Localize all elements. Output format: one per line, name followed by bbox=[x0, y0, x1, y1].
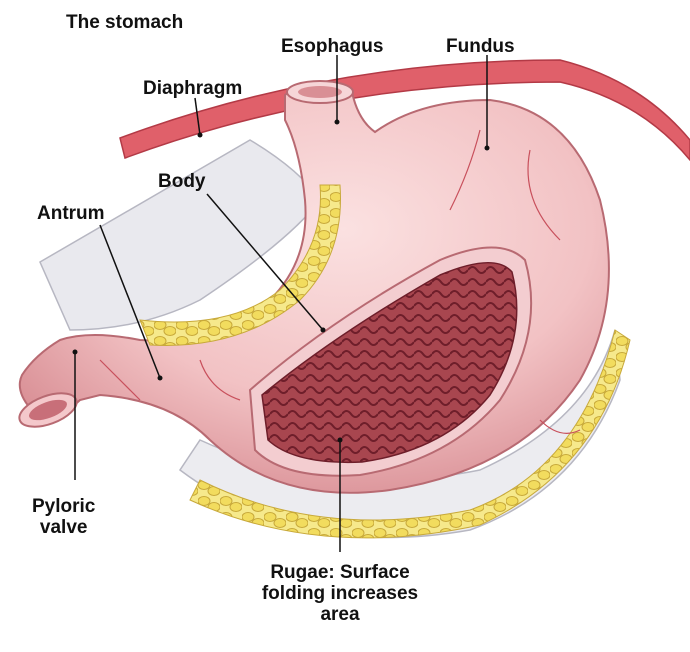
label-pyloric-line1: Pyloric bbox=[32, 496, 95, 517]
label-esophagus: Esophagus bbox=[281, 36, 383, 57]
label-diaphragm: Diaphragm bbox=[143, 78, 242, 99]
diagram-title: The stomach bbox=[66, 12, 183, 33]
label-rugae-line2: folding increases bbox=[245, 583, 435, 604]
label-rugae-line1: Rugae: Surface bbox=[245, 562, 435, 583]
label-fundus: Fundus bbox=[446, 36, 515, 57]
label-pyloric-line2: valve bbox=[32, 517, 95, 538]
label-antrum: Antrum bbox=[37, 203, 105, 224]
label-rugae: Rugae: Surface folding increases area bbox=[245, 562, 435, 625]
label-pyloric-valve: Pyloric valve bbox=[32, 496, 95, 538]
label-rugae-line3: area bbox=[245, 604, 435, 625]
label-body: Body bbox=[158, 171, 206, 192]
